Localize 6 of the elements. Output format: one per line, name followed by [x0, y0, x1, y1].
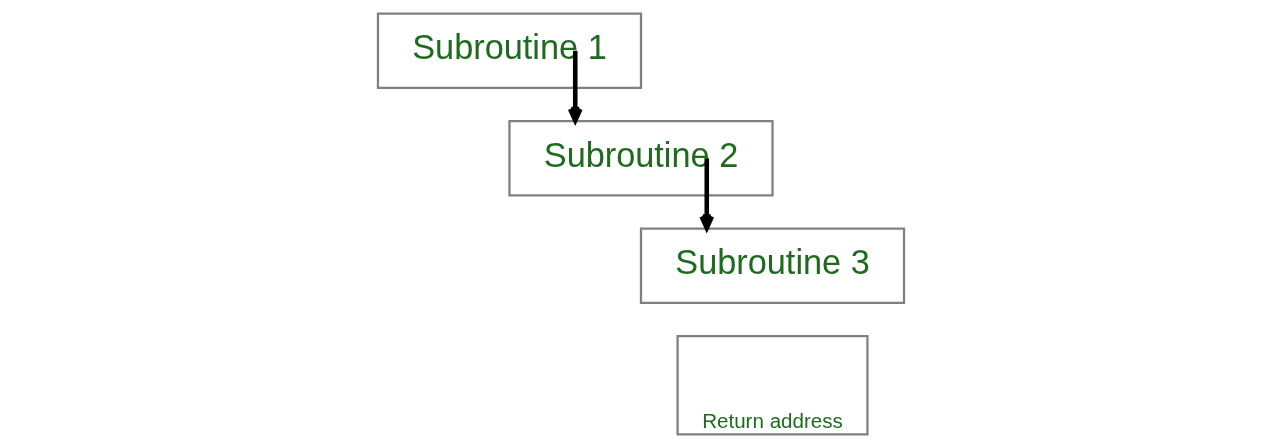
- arrow: [699, 157, 715, 231]
- node-box: Subroutine 1: [376, 11, 643, 89]
- node-box: Return address: [676, 334, 869, 436]
- node-box: Subroutine 3: [639, 226, 906, 304]
- arrow: [567, 50, 583, 123]
- node-box: Subroutine 2: [508, 119, 774, 197]
